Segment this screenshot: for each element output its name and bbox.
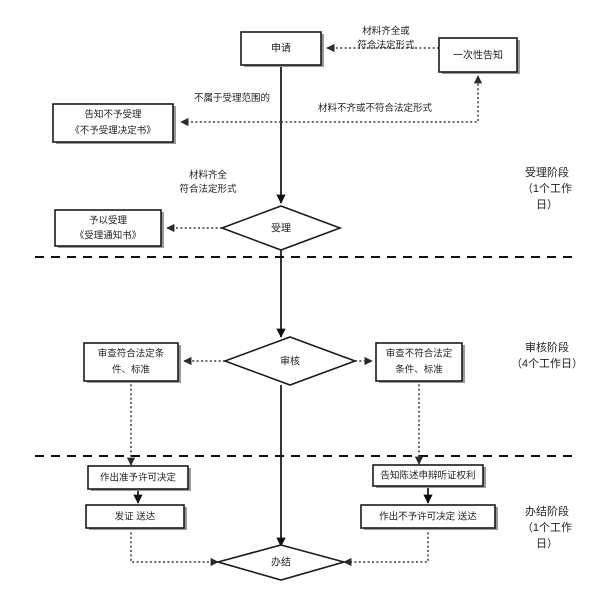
- connectors: [126, 43, 483, 567]
- node-issue-deliver[interactable]: 发证 送达: [85, 504, 187, 530]
- node-hearing-rights[interactable]: 告知陈述申辩听证权利: [372, 464, 486, 488]
- edge-label-materials-incomplete: 材料不齐或不符合法定形式: [318, 102, 433, 114]
- stage-review-line1: 审核阶段: [525, 340, 569, 354]
- node-review[interactable]: 审核: [222, 336, 358, 386]
- stage-acceptance-line3: 日）: [536, 198, 558, 211]
- edge-issue-to-complete: [130, 528, 219, 567]
- review-pass-label-line1: 审查符合法定条: [98, 348, 165, 360]
- complete-diamond[interactable]: [215, 544, 347, 581]
- edge-deny-to-complete: [343, 528, 429, 567]
- node-notice-reject[interactable]: 告知不予受理 《不予受理决定书》: [52, 103, 176, 144]
- apply-label: 申请: [271, 42, 291, 55]
- node-accept-notice[interactable]: 予以受理 《受理通知书》: [54, 209, 164, 248]
- stage-finish-line3: 日）: [536, 537, 558, 550]
- one-time-notice-label: 一次性告知: [453, 49, 503, 62]
- review-fail-label-line1: 审查不符合法定: [386, 348, 453, 360]
- apply-box[interactable]: [240, 31, 322, 66]
- node-apply[interactable]: 申请: [240, 31, 324, 67]
- review-pass-box[interactable]: [83, 342, 179, 382]
- notice-reject-label-line1: 告知不予受理: [84, 109, 142, 121]
- complete-label: 办结: [271, 556, 291, 569]
- review-fail-box[interactable]: [375, 342, 463, 382]
- accept-diamond[interactable]: [219, 205, 343, 251]
- stage-finish-line1: 办结阶段: [525, 504, 569, 518]
- node-review-fail[interactable]: 审查不符合法定 条件、标准: [375, 342, 465, 383]
- hearing-rights-box[interactable]: [372, 464, 484, 487]
- stage-review-line2: （4个工作日）: [511, 357, 583, 370]
- stage-acceptance-line1: 受理阶段: [525, 165, 569, 179]
- accept-notice-box[interactable]: [54, 209, 162, 247]
- review-fail-label-line2: 条件、标准: [395, 364, 443, 376]
- notice-reject-box[interactable]: [52, 103, 174, 143]
- node-review-pass[interactable]: 审查符合法定条 件、标准: [83, 342, 181, 383]
- edge-label-materials-complete-legal-line2: 符合法定形式: [179, 183, 237, 195]
- review-diamond[interactable]: [222, 336, 358, 386]
- notice-reject-label-line2: 《不予受理决定书》: [70, 125, 156, 137]
- grant-decision-label: 作出准予许可决定: [100, 472, 177, 484]
- review-pass-label-line2: 件、标准: [112, 364, 151, 376]
- node-one-time-notice[interactable]: 一次性告知: [438, 37, 520, 74]
- node-accept[interactable]: 受理: [219, 205, 343, 251]
- phase-dividers: [35, 256, 578, 457]
- node-deny-decision[interactable]: 作出不予许可决定 送达: [360, 504, 498, 530]
- edge-label-materials-complete-or-legal-line2: 符合法定形式: [357, 39, 415, 51]
- edge-label-materials-complete-or-legal-line1: 材料齐全或: [362, 25, 410, 37]
- hearing-rights-label: 告知陈述申辩听证权利: [380, 470, 475, 482]
- deny-decision-box[interactable]: [360, 504, 496, 529]
- node-complete[interactable]: 办结: [215, 544, 347, 581]
- one-time-notice-box[interactable]: [438, 37, 518, 73]
- accept-notice-label-line1: 予以受理: [89, 215, 128, 227]
- node-grant-decision[interactable]: 作出准予许可决定: [87, 465, 191, 491]
- issue-deliver-label: 发证 送达: [115, 511, 156, 523]
- accept-notice-label-line2: 《受理通知书》: [75, 230, 142, 242]
- stage-acceptance-line2: （1个工作: [522, 182, 572, 195]
- stage-finish-line2: （1个工作: [522, 521, 572, 534]
- review-label: 审核: [280, 355, 300, 368]
- edge-labels: 材料齐全或 符合法定形式 不属于受理范围的 材料不齐或不符合法定形式 材料齐全 …: [179, 25, 432, 195]
- grant-decision-box[interactable]: [87, 465, 189, 490]
- edge-apply-to-onetime: [281, 75, 483, 123]
- deny-decision-label: 作出不予许可决定 送达: [379, 511, 477, 523]
- accept-label: 受理: [271, 223, 291, 235]
- stage-labels: 受理阶段 （1个工作 日） 审核阶段 （4个工作日） 办结阶段 （1个工作 日）: [511, 165, 583, 550]
- edge-label-not-in-scope: 不属于受理范围的: [194, 92, 270, 104]
- issue-deliver-box[interactable]: [85, 504, 185, 529]
- edge-label-materials-complete-legal-line1: 材料齐全: [189, 169, 228, 181]
